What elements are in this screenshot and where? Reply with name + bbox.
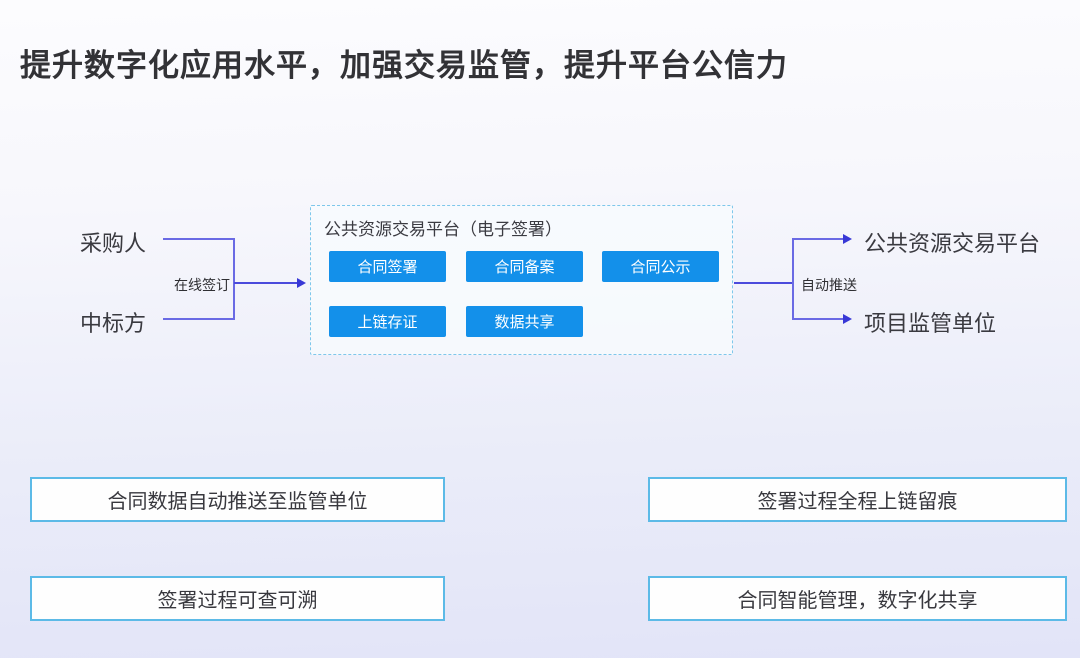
- platform-title: 公共资源交易平台（电子签署）: [324, 220, 562, 239]
- benefit-box-auto-push: 合同数据自动推送至监管单位: [30, 477, 445, 522]
- connector-line-bidder: [163, 318, 234, 320]
- chip-chain-deposit[interactable]: 上链存证: [329, 306, 446, 337]
- connector-line-left-junction: [233, 238, 235, 320]
- target-label-supervision-unit: 项目监管单位: [864, 311, 997, 336]
- arrow-right-icon: [843, 234, 852, 244]
- arrow-right-icon: [297, 278, 306, 288]
- platform-box: 公共资源交易平台（电子签署） 合同签署 合同备案 合同公示 上链存证 数据共享: [310, 205, 733, 355]
- connector-line-from-platform: [734, 282, 793, 284]
- page-title: 提升数字化应用水平，加强交易监管，提升平台公信力: [20, 48, 788, 83]
- connector-line-purchaser: [163, 238, 234, 240]
- chip-contract-signing[interactable]: 合同签署: [329, 251, 446, 282]
- connector-line-to-trading-platform: [793, 238, 844, 240]
- target-label-trading-platform: 公共资源交易平台: [864, 231, 1041, 256]
- connector-line-to-platform: [234, 282, 298, 284]
- benefit-box-traceable: 签署过程可查可溯: [30, 576, 445, 621]
- benefit-box-chain-trace: 签署过程全程上链留痕: [648, 477, 1067, 522]
- party-label-winning-bidder: 中标方: [80, 311, 147, 336]
- flow-label-online-signing: 在线签订: [174, 277, 230, 293]
- chip-data-sharing[interactable]: 数据共享: [466, 306, 583, 337]
- benefit-box-smart-management: 合同智能管理，数字化共享: [648, 576, 1067, 621]
- chip-contract-filing[interactable]: 合同备案: [466, 251, 583, 282]
- arrow-right-icon: [843, 314, 852, 324]
- flow-label-auto-push: 自动推送: [801, 277, 857, 293]
- party-label-purchaser: 采购人: [80, 231, 147, 256]
- connector-line-right-junction: [792, 238, 794, 320]
- chip-contract-publicity[interactable]: 合同公示: [602, 251, 719, 282]
- connector-line-to-supervision-unit: [793, 318, 844, 320]
